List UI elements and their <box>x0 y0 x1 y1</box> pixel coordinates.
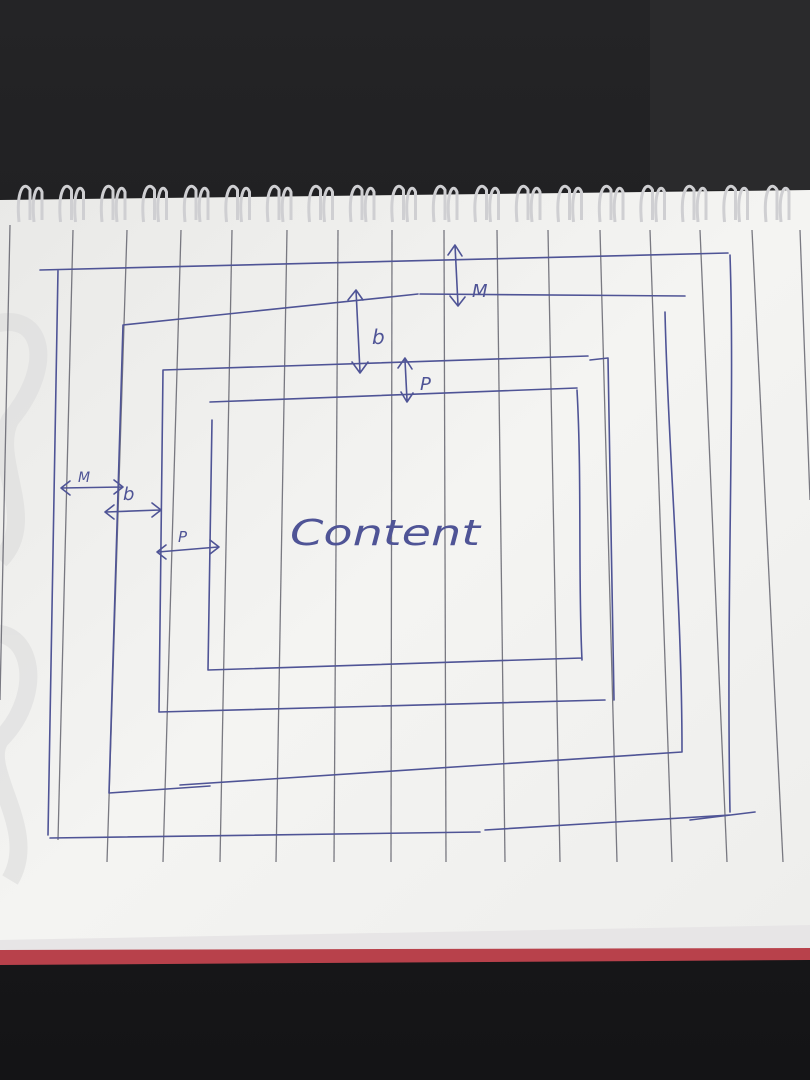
border-box <box>108 293 686 794</box>
content-box <box>207 387 583 671</box>
spiral-ring <box>16 184 44 223</box>
ruled-lines <box>0 224 810 863</box>
margin-top-label: M <box>472 281 488 302</box>
spiral-ring <box>597 184 625 223</box>
ink-drawing <box>39 244 756 839</box>
spiral-ring <box>473 184 500 223</box>
spiral-ring <box>431 184 459 223</box>
spiral-ring <box>58 184 85 223</box>
padding-top-arrow <box>397 357 414 403</box>
spiral-ring <box>182 184 210 223</box>
border-top-label: b <box>372 325 385 349</box>
margin-left-arrow <box>60 479 124 496</box>
spiral-binding <box>16 184 791 223</box>
page-watermark <box>0 313 48 885</box>
spiral-ring <box>99 184 127 223</box>
margin-box <box>39 252 756 839</box>
border-top-arrow <box>347 289 369 374</box>
border-left-arrow <box>104 502 162 520</box>
spiral-ring <box>680 184 708 223</box>
spiral-ring <box>556 184 583 223</box>
margin-top-arrow <box>447 244 466 307</box>
padding-left-arrow <box>156 539 220 560</box>
padding-top-label: P <box>420 374 431 395</box>
margin-left-label: M <box>78 470 90 486</box>
spiral-ring <box>514 184 542 223</box>
notebook-page <box>0 190 810 940</box>
spiral-ring <box>639 184 666 223</box>
spiral-ring <box>265 184 293 223</box>
spiral-ring <box>348 184 376 223</box>
spiral-ring <box>390 184 417 223</box>
spiral-ring <box>307 184 334 223</box>
spiral-ring <box>722 184 749 223</box>
content-label: Content <box>290 513 482 554</box>
spiral-ring <box>141 184 168 223</box>
spiral-ring <box>224 184 251 223</box>
padding-box <box>158 355 615 713</box>
padding-left-label: P <box>178 528 188 546</box>
border-left-label: b <box>123 484 134 505</box>
desk-shadow <box>650 0 810 190</box>
spiral-ring <box>763 184 791 223</box>
